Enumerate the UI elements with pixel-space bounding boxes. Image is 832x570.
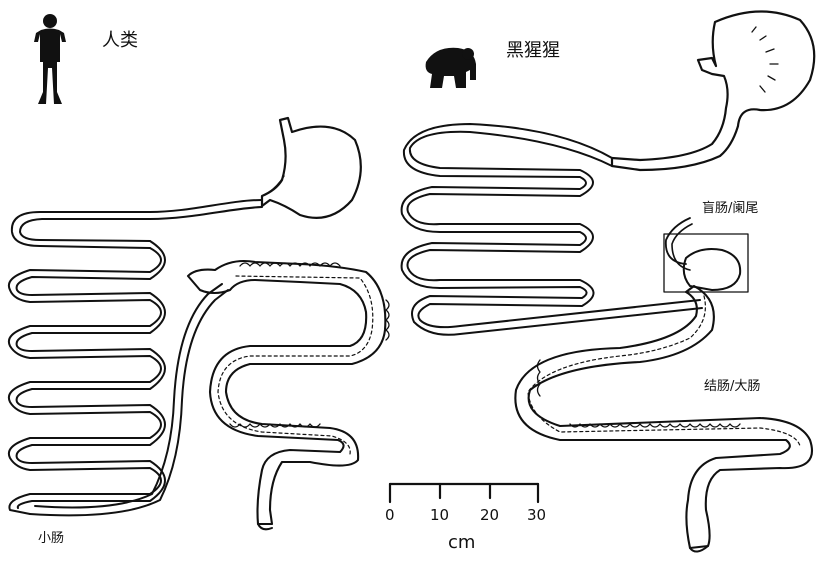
colon-label: 结肠/大肠 bbox=[704, 379, 761, 394]
scale-tick-10: 10 bbox=[430, 506, 450, 524]
scale-tick-30: 30 bbox=[527, 506, 547, 524]
cecum-appendix-label: 盲肠/阑尾 bbox=[702, 201, 759, 216]
chimp-small-intestine bbox=[400, 123, 703, 336]
scale-bar bbox=[388, 482, 540, 504]
scale-tick-0: 0 bbox=[385, 506, 395, 524]
chimp-label: 黑猩猩 bbox=[506, 40, 560, 61]
chimp-silhouette-icon bbox=[425, 47, 476, 88]
human-small-intestine bbox=[8, 240, 229, 517]
human-colon bbox=[186, 259, 390, 531]
human-stomach bbox=[260, 116, 362, 219]
small-intestine-label: 小肠 bbox=[38, 531, 65, 546]
chimp-stomach bbox=[610, 10, 816, 172]
human-stomach-fold bbox=[267, 175, 285, 194]
human-label: 人类 bbox=[102, 30, 138, 51]
scale-tick-20: 20 bbox=[480, 506, 500, 524]
cecum-highlight-box bbox=[663, 233, 749, 293]
scale-unit-label: cm bbox=[448, 532, 476, 553]
chimp-colon bbox=[514, 284, 813, 553]
chimp-cecum-appendix bbox=[664, 217, 742, 291]
human-duodenum bbox=[10, 199, 263, 249]
human-silhouette-icon bbox=[34, 14, 66, 104]
